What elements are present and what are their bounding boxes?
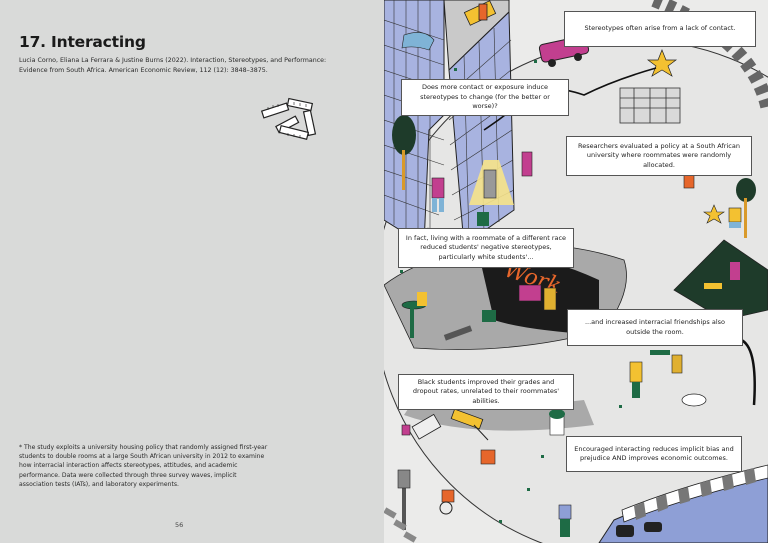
caption-3: Researchers evaluated a policy at a Sout… (566, 136, 752, 176)
chair (401, 424, 411, 436)
tree (736, 178, 756, 202)
tram (598, 464, 768, 543)
caption-7: Encouraged interacting reduces implicit … (566, 436, 742, 472)
people (431, 151, 742, 228)
goal-post (619, 87, 681, 124)
chapter-title: 17. Interacting (19, 33, 146, 51)
footnote: * The study exploits a university housin… (19, 444, 268, 488)
crosswalk (384, 507, 417, 543)
star-icon (646, 49, 678, 77)
bench (450, 408, 484, 430)
measuring-tape-rulers-icon (260, 97, 317, 140)
star-icon (703, 204, 725, 224)
caption-5: ...and increased interracial friendships… (567, 309, 743, 346)
left-page: 17. Interacting Lucia Corno, Eliana La F… (19, 33, 327, 529)
tree (392, 115, 416, 155)
caption-1: Stereotypes often arise from a lack of c… (564, 11, 756, 47)
caption-6: Black students improved their grades and… (398, 374, 574, 410)
caption-4: In fact, living with a roommate of a dif… (398, 228, 574, 268)
caption-2: Does more contact or exposure induce ste… (401, 79, 569, 116)
citation: Lucia Corno, Eliana La Ferrara & Justine… (19, 57, 327, 74)
page-number: 56 (175, 521, 184, 529)
right-page-illustration: Work (384, 0, 768, 543)
